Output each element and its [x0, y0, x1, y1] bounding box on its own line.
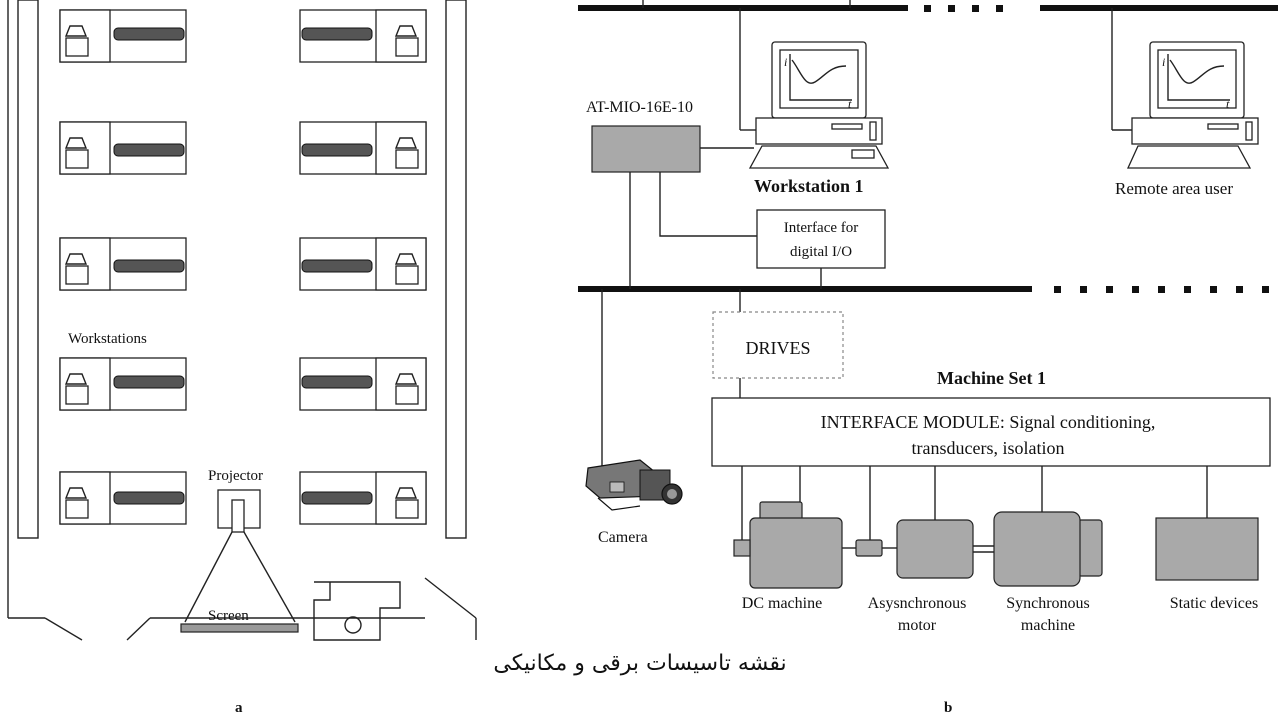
door-leaf-left	[44, 617, 83, 641]
top-bus-dots	[924, 5, 1003, 12]
projection-beam-left	[184, 531, 233, 623]
remote-user-computer: i t	[1111, 8, 1259, 169]
workstation-row-1-right	[299, 9, 427, 63]
interface-module-line2: transducers, isolation	[912, 438, 1065, 458]
projection-beam-right	[243, 531, 296, 623]
door-leaf-right	[126, 617, 151, 641]
screen-label: Screen	[208, 608, 249, 624]
remote-axis-i: i	[1162, 55, 1165, 69]
daq-card	[591, 125, 701, 173]
workstation-1-computer: i t	[748, 41, 890, 169]
machine-set-label: Machine Set 1	[937, 368, 1046, 388]
power-slot	[869, 121, 877, 141]
persian-caption: نقشه تاسیسات برقی و مکانیکی	[493, 651, 786, 676]
drives-label: DRIVES	[745, 338, 810, 358]
interface-module-line1: INTERFACE MODULE: Signal conditioning,	[821, 412, 1156, 432]
monitor-axis-t: t	[848, 97, 852, 111]
panel-b-label: b	[944, 700, 952, 716]
dc-machine-label: DC machine	[742, 595, 822, 612]
workstation-row-1-left	[59, 9, 187, 63]
workstation-label: Workstation 1	[754, 176, 864, 196]
monitor-curve	[791, 59, 847, 84]
middle-bus-dots	[1054, 286, 1269, 293]
async-label-line1: Asysnchronous	[868, 595, 967, 612]
digital-io-line1: Interface for	[784, 220, 859, 236]
digital-io-line2: digital I/O	[790, 244, 852, 260]
workstation-row-2-left	[59, 121, 187, 175]
workstation-row-3-left	[59, 237, 187, 291]
camera-label: Camera	[598, 529, 648, 546]
chair-icon	[344, 616, 362, 634]
monitor-axes	[789, 54, 852, 101]
workstation-row-4-right	[299, 357, 427, 411]
corner-wall	[424, 577, 477, 619]
sync-label-line1: Synchronous	[1006, 595, 1090, 612]
drive-slot	[831, 123, 863, 130]
static-devices	[1155, 517, 1259, 581]
card-label: AT-MIO-16E-10	[586, 99, 693, 116]
workstation-row-5-right	[299, 471, 427, 525]
static-devices-label: Static devices	[1170, 595, 1258, 612]
sync-label-line2: machine	[1021, 617, 1075, 634]
drives-box	[712, 311, 844, 379]
computer-case	[755, 117, 883, 145]
dc-machine	[733, 501, 856, 589]
network-diagram: AT-MIO-16E-10 i t Workstation 1 Interfac…	[578, 0, 1278, 716]
projector-label: Projector	[208, 468, 263, 484]
remote-axis-t: t	[1226, 97, 1230, 111]
async-label-line2: motor	[898, 617, 937, 634]
remote-user-label: Remote area user	[1115, 179, 1233, 198]
right-inner-wall	[445, 0, 467, 539]
left-inner-wall	[17, 0, 39, 539]
camera-icon	[585, 459, 683, 511]
asynchronous-motor	[896, 519, 974, 579]
projector-lens	[231, 499, 245, 533]
panel-a-label: a	[235, 700, 243, 716]
workstation-row-3-right	[299, 237, 427, 291]
monitor-axis-i: i	[784, 55, 787, 69]
workstation-row-5-left	[59, 471, 187, 525]
projection-screen	[180, 623, 299, 633]
workstation-row-4-left	[59, 357, 187, 411]
workstations-label: Workstations	[68, 331, 147, 347]
interface-module	[711, 397, 1271, 467]
instructor-desk	[313, 581, 401, 641]
workstation-row-2-right	[299, 121, 427, 175]
floor-plan: Workstations Projector Screen a	[7, 0, 477, 716]
shaft-coupling	[855, 539, 883, 557]
synchronous-machine	[993, 511, 1103, 587]
card-to-interface-wire	[659, 172, 757, 237]
